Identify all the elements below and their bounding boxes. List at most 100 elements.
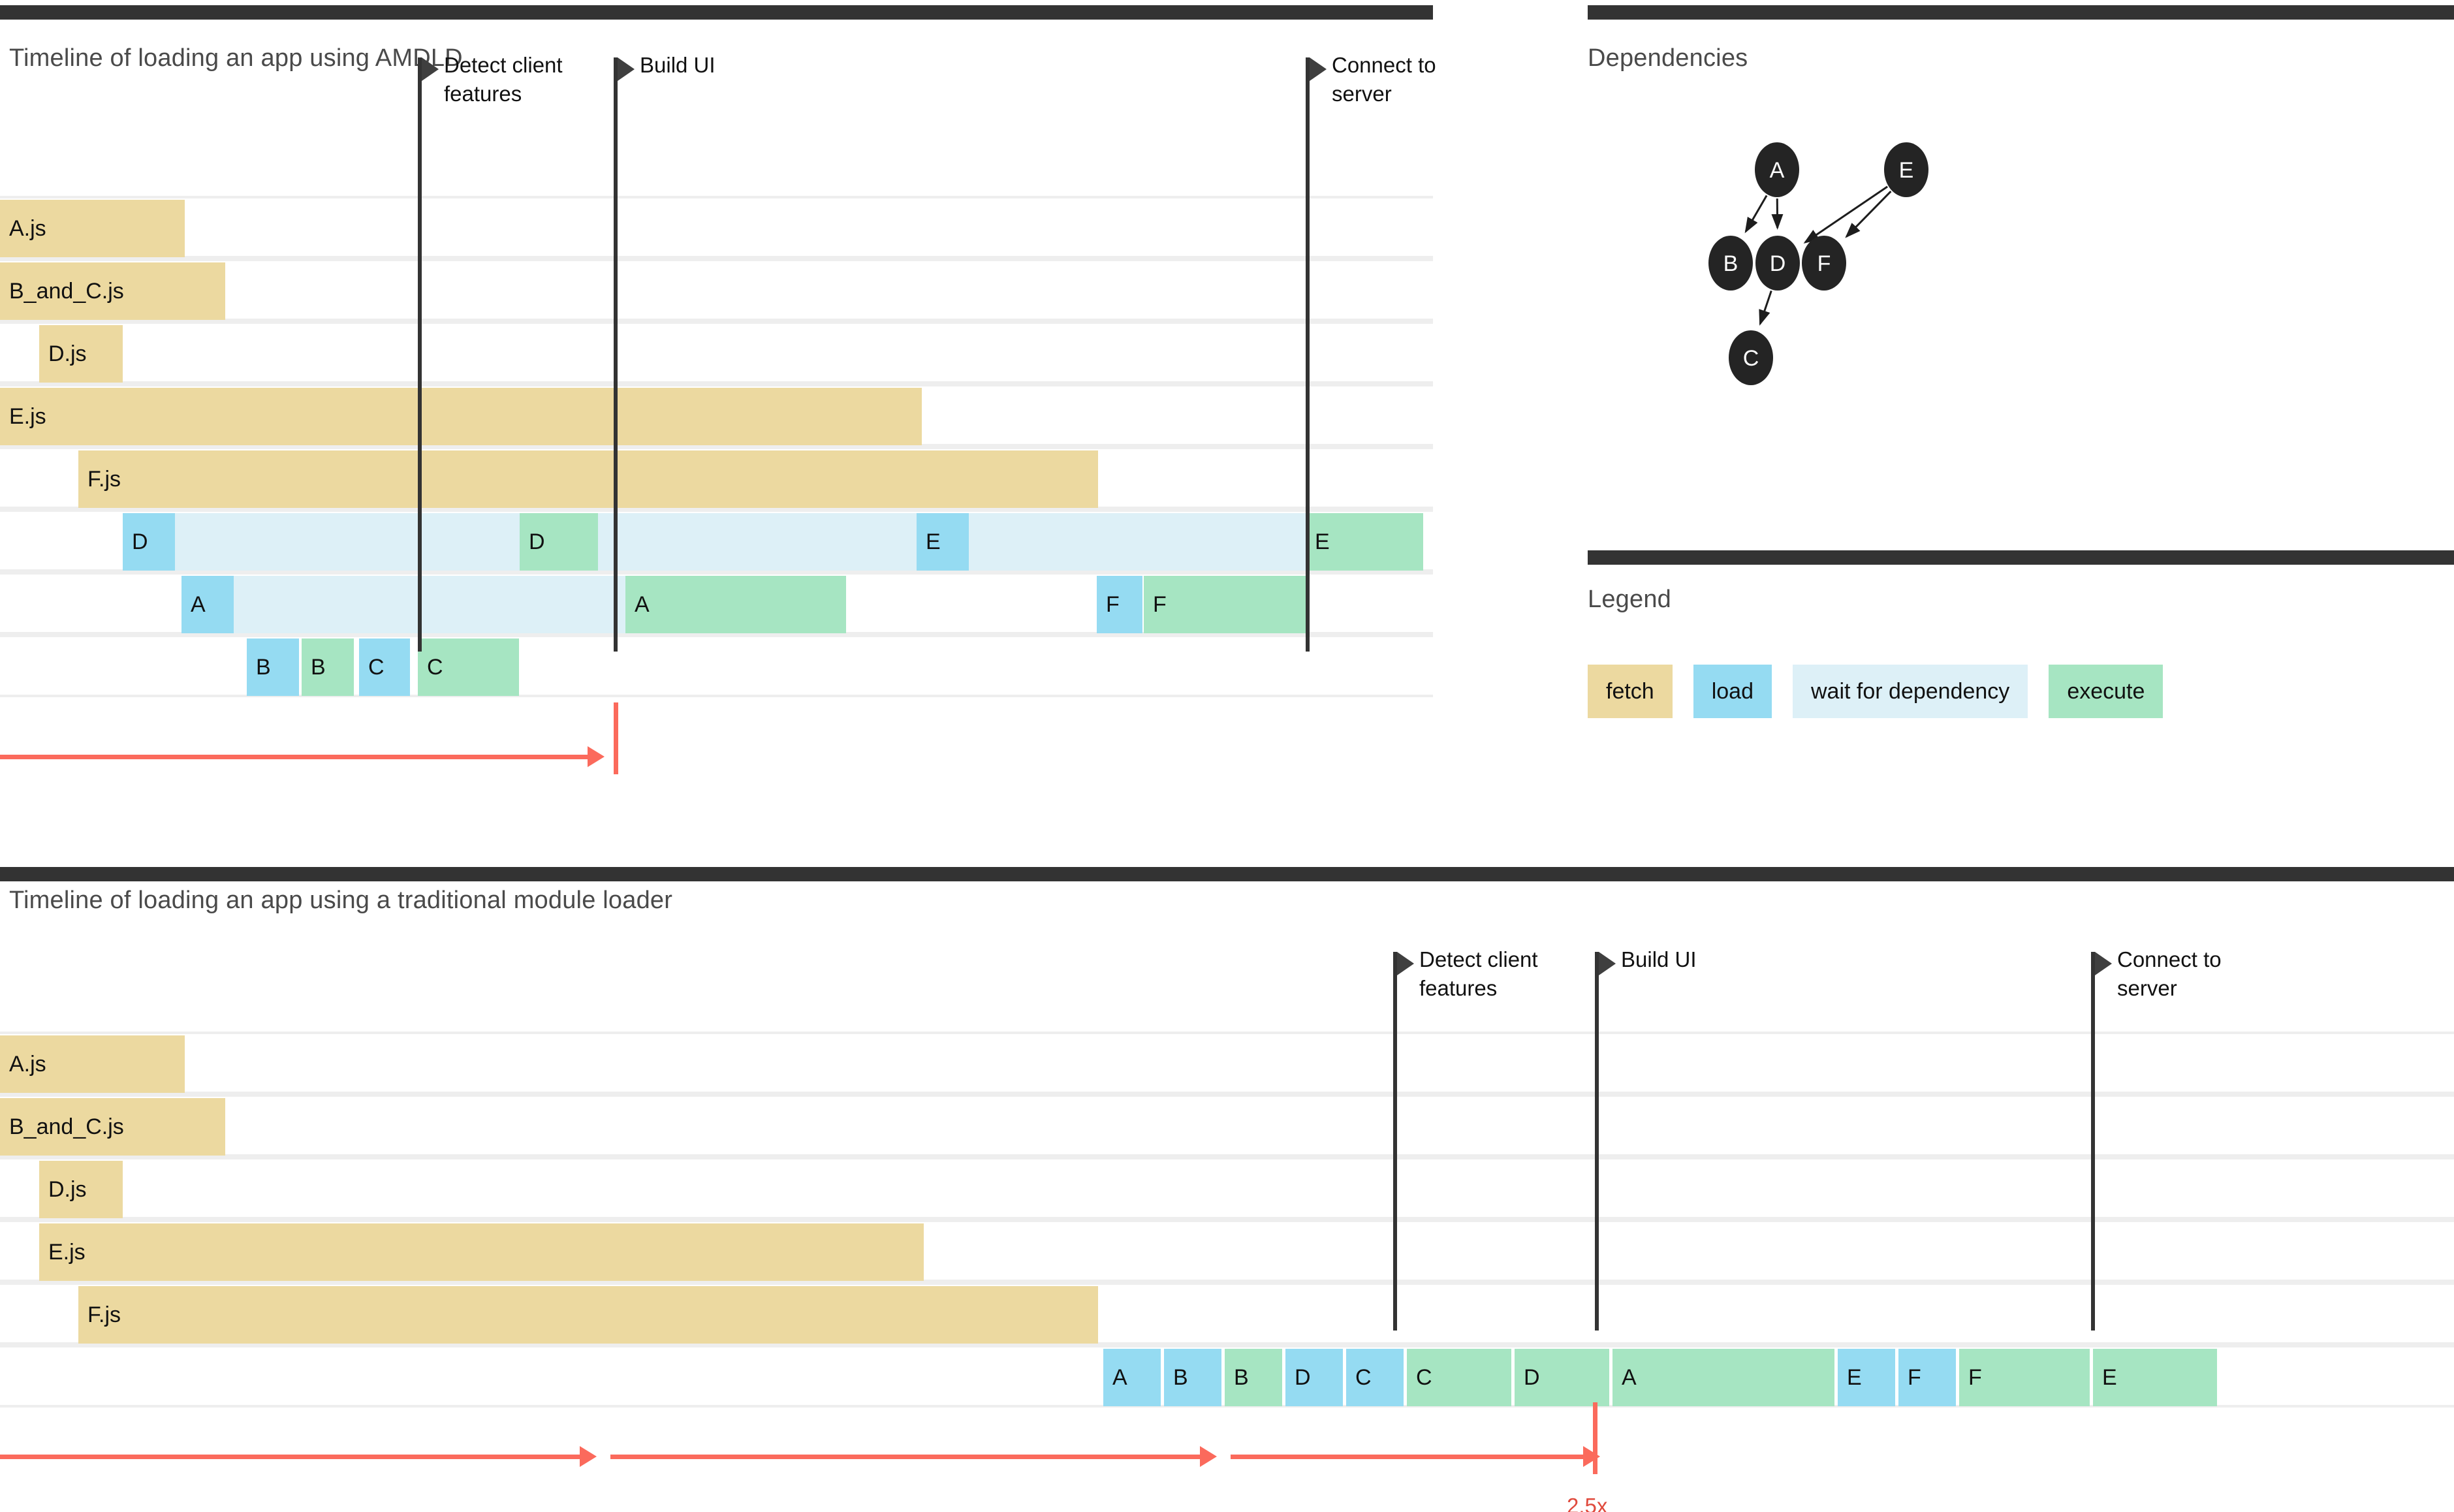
duration-arrow-line — [0, 1455, 591, 1459]
timeline-bar-load[interactable]: F — [1097, 576, 1142, 633]
timeline-row: A.js — [0, 196, 1433, 259]
milestone-label: Connect to server — [2117, 947, 2222, 1000]
dependency-node-E[interactable] — [1884, 142, 1928, 197]
timeline-bar-load[interactable]: E — [917, 513, 969, 571]
timeline-bar-load[interactable]: B — [1164, 1349, 1221, 1406]
timeline-row: B_and_C.js — [0, 1094, 2454, 1157]
timeline-bar-execute[interactable]: E — [2093, 1349, 2217, 1406]
timeline-row: E.js — [0, 384, 1433, 447]
duration-arrow-head-icon — [1200, 1446, 1217, 1467]
timeline-bar-execute[interactable]: E — [1306, 513, 1423, 571]
timeline-bar-execute[interactable]: B — [302, 638, 354, 696]
timeline-bar-fetch[interactable]: A.js — [0, 200, 185, 257]
dependency-node-F[interactable] — [1802, 236, 1846, 291]
timeline-bar-execute[interactable]: D — [520, 513, 598, 571]
timeline-bar-load[interactable]: A — [1103, 1349, 1161, 1406]
timeline-bar-load[interactable]: C — [359, 638, 410, 696]
milestone-label: Build UI — [640, 53, 716, 77]
timeline-bar-fetch[interactable]: D.js — [39, 325, 123, 383]
timeline-row: F.js — [0, 1282, 2454, 1345]
dependency-node-label-F: F — [1817, 251, 1831, 276]
timeline-bar-load[interactable]: B — [247, 638, 299, 696]
dependency-edge-E-D — [1803, 185, 1888, 244]
timeline-bar-execute[interactable]: C — [418, 638, 519, 696]
timeline-bar-execute[interactable]: F — [1144, 576, 1306, 633]
trad-timeline-title: Timeline of loading an app using a tradi… — [9, 887, 673, 914]
timeline-bar-fetch[interactable]: F.js — [78, 450, 1098, 508]
milestone-line — [2091, 952, 2095, 1331]
divider-bar-trad-panel — [0, 867, 2454, 881]
duration-end-tick — [1593, 1402, 1597, 1474]
timeline-bar-fetch[interactable]: B_and_C.js — [0, 1098, 225, 1156]
dependency-node-C[interactable] — [1729, 330, 1773, 385]
timeline-bar-execute[interactable]: B — [1225, 1349, 1282, 1406]
timeline-bar-fetch[interactable]: E.js — [0, 388, 922, 445]
legend-chip-execute: execute — [2049, 665, 2163, 718]
timeline-row: B_and_C.js — [0, 259, 1433, 321]
milestone-flag-icon — [1310, 57, 1327, 81]
duration-arrow-line — [1231, 1455, 1593, 1459]
duration-arrow-head-icon — [588, 746, 605, 767]
timeline-bar-fetch[interactable]: A.js — [0, 1035, 185, 1093]
dependency-node-D[interactable] — [1755, 236, 1800, 291]
milestone-label: Detect client features — [444, 53, 563, 106]
timeline-row: A.js — [0, 1032, 2454, 1094]
timeline-bar-fetch[interactable]: D.js — [39, 1161, 123, 1218]
milestone-label: Detect client features — [1419, 947, 1538, 1000]
timeline-bar-fetch[interactable]: E.js — [39, 1223, 924, 1281]
timeline-bar-load[interactable]: E — [1838, 1349, 1895, 1406]
timeline-bar-load[interactable]: D — [1285, 1349, 1343, 1406]
milestone-line — [418, 57, 422, 652]
divider-bar-amd-panel — [0, 5, 1433, 20]
milestone-line — [1306, 57, 1310, 652]
dependency-edge-A-B — [1744, 195, 1768, 234]
timeline-bar-load[interactable]: F — [1898, 1349, 1956, 1406]
speedup-label: 2.5x — [1567, 1494, 1608, 1512]
duration-arrow-line — [610, 1455, 1211, 1459]
amd-timeline-title: Timeline of loading an app using AMDLD — [9, 44, 463, 72]
dependencies-title: Dependencies — [1588, 44, 1748, 72]
milestone-flag-icon — [422, 57, 439, 81]
milestone-flag-icon — [1599, 952, 1616, 975]
dependency-edge-D-C — [1759, 290, 1772, 326]
milestone-line — [614, 57, 618, 652]
timeline-row: E.js — [0, 1220, 2454, 1282]
timeline-bar-wait[interactable] — [969, 513, 1306, 571]
timeline-bar-fetch[interactable]: F.js — [78, 1286, 1098, 1344]
timeline-bar-execute[interactable]: D — [1515, 1349, 1609, 1406]
timeline-row: D.js — [0, 1157, 2454, 1220]
divider-bar-deps-panel — [1588, 5, 2454, 20]
timeline-row: F.js — [0, 447, 1433, 509]
timeline-bar-execute[interactable]: C — [1407, 1349, 1511, 1406]
timeline-bar-execute[interactable]: A — [1612, 1349, 1834, 1406]
milestone-flag-icon — [1397, 952, 1414, 975]
duration-arrow-head-icon — [1583, 1446, 1600, 1467]
timeline-bar-wait[interactable] — [175, 513, 520, 571]
timeline-bar-execute[interactable]: A — [625, 576, 846, 633]
timeline-bar-fetch[interactable]: B_and_C.js — [0, 262, 225, 320]
timeline-bar-wait[interactable] — [598, 513, 937, 571]
legend-chip-wait: wait for dependency — [1793, 665, 2028, 718]
dependency-node-label-C: C — [1743, 346, 1759, 371]
timeline-bar-load[interactable]: A — [181, 576, 234, 633]
dependency-node-A[interactable] — [1755, 142, 1799, 197]
dependency-node-label-B: B — [1723, 251, 1738, 276]
timeline-bar-wait[interactable] — [234, 576, 625, 633]
legend-chip-load: load — [1693, 665, 1772, 718]
divider-bar-legend-panel — [1588, 550, 2454, 565]
milestone-line — [1595, 952, 1599, 1331]
duration-arrow-line — [0, 755, 599, 759]
timeline-bar-load[interactable]: D — [123, 513, 175, 571]
timeline-bar-execute[interactable]: F — [1959, 1349, 2090, 1406]
legend-title: Legend — [1588, 586, 1672, 613]
timeline-bar-load[interactable]: C — [1346, 1349, 1404, 1406]
dependency-node-B[interactable] — [1708, 236, 1753, 291]
